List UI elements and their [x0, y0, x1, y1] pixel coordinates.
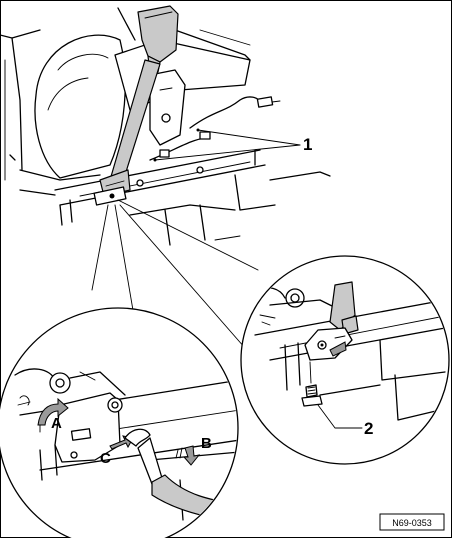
reference-code: N69-0353	[392, 518, 432, 528]
anchor-bolt	[301, 361, 323, 407]
callout-b-label: B	[201, 435, 212, 452]
detail-view-left	[0, 307, 239, 538]
callout-a-label: A	[51, 415, 62, 432]
callout-1-leaders	[153, 128, 301, 162]
callout-c-label: C	[100, 450, 111, 467]
main-view	[0, 5, 331, 246]
belt-strap-main	[99, 59, 161, 197]
wiring-harness	[149, 96, 281, 161]
reference-code-box: N69-0353	[379, 513, 445, 531]
seat-rail	[9, 149, 266, 226]
callout-2-label: 2	[364, 419, 373, 438]
detail-view-right	[240, 255, 450, 465]
projection-lines	[91, 199, 259, 349]
callout-1-label: 1	[303, 135, 312, 154]
seat-back-panel	[34, 34, 126, 179]
